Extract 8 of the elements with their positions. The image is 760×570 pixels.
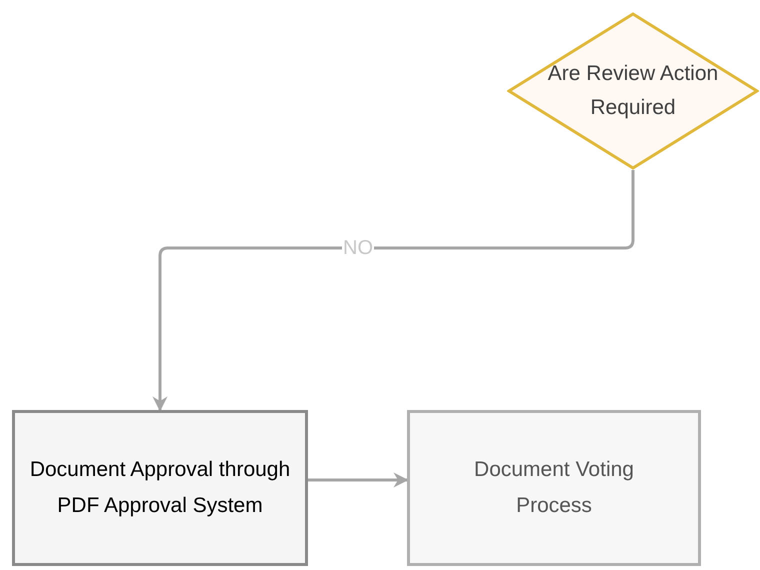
node-text: Document Voting Process: [473, 457, 635, 519]
arrow: [308, 472, 408, 488]
process-box: [12, 410, 308, 566]
node-text: Document Approval through PDF Approval System: [28, 457, 292, 519]
decision-diamond: [507, 12, 759, 170]
arrow: [152, 170, 634, 412]
node-text: Are Review Action Required: [546, 61, 720, 121]
process-box: [407, 410, 701, 566]
